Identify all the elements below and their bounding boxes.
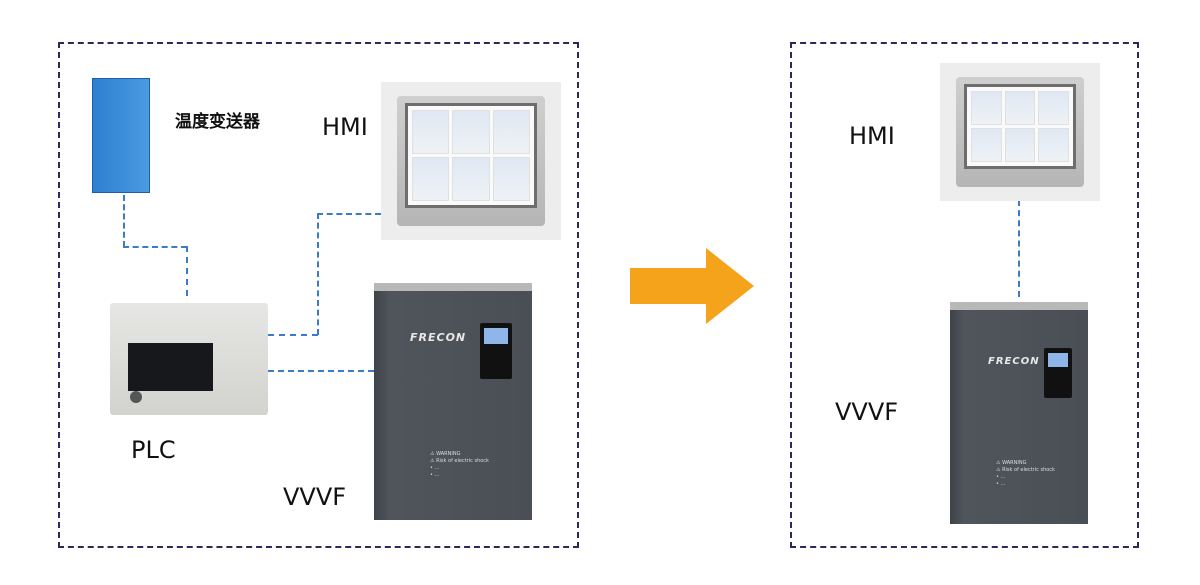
temperature-transmitter-device xyxy=(92,78,150,193)
connection-line xyxy=(123,246,187,248)
transmitter-label: 温度变送器 xyxy=(175,112,260,132)
before-system-boundary xyxy=(58,42,579,548)
vvvf-brand-logo: FRECON xyxy=(988,356,1040,367)
connection-line xyxy=(317,213,319,335)
connection-line xyxy=(268,370,374,372)
vvvf-label: VVVF xyxy=(283,483,347,511)
connection-line xyxy=(1018,200,1020,297)
after-system-boundary xyxy=(790,42,1139,548)
vvvf-brand-logo: FRECON xyxy=(410,331,467,344)
connection-line xyxy=(317,213,381,215)
connection-line xyxy=(186,246,188,296)
connection-line xyxy=(268,334,318,336)
hmi-device xyxy=(381,82,561,240)
vvvf-device: FRECON ⚠ WARNING⚠ Risk of electric shock… xyxy=(374,283,532,520)
vvvf-label: VVVF xyxy=(835,398,899,426)
hmi-label: HMI xyxy=(322,113,368,141)
plc-label: PLC xyxy=(131,436,176,464)
vvvf-device: FRECON ⚠ WARNING⚠ Risk of electric shock… xyxy=(950,302,1088,524)
connection-line xyxy=(123,195,125,247)
hmi-device xyxy=(940,63,1100,201)
plc-device xyxy=(110,303,268,415)
hmi-label: HMI xyxy=(849,122,895,150)
transition-arrow-icon xyxy=(630,248,754,324)
